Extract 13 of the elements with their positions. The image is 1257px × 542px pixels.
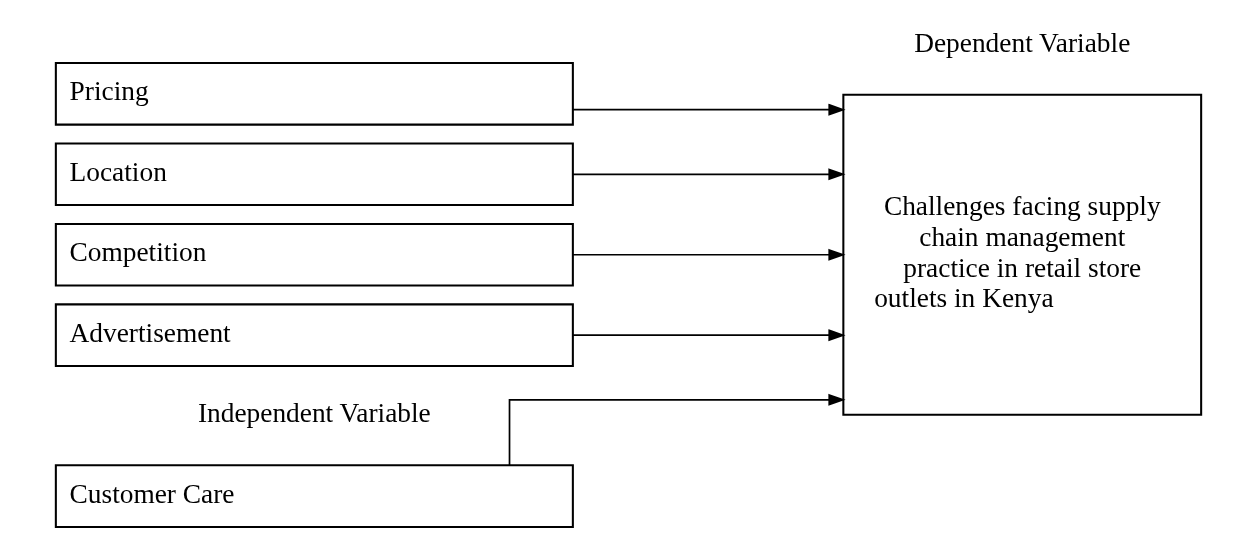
node-box: Advertisement xyxy=(54,303,574,368)
node-box: Competition xyxy=(54,222,574,287)
arrow xyxy=(572,103,846,116)
arrow xyxy=(572,168,846,181)
arrow xyxy=(572,329,846,342)
label: Dependent Variable xyxy=(914,28,1131,59)
node-box: Challenges facing supply chain management practice in retail store outlets in Kenya xyxy=(842,93,1203,416)
node-box: Pricing xyxy=(54,61,574,126)
node-box: Customer Care xyxy=(54,464,574,528)
arrow xyxy=(508,393,846,466)
label: Independent Variable xyxy=(197,398,431,429)
arrow xyxy=(572,248,846,261)
node-box: Location xyxy=(54,142,574,207)
